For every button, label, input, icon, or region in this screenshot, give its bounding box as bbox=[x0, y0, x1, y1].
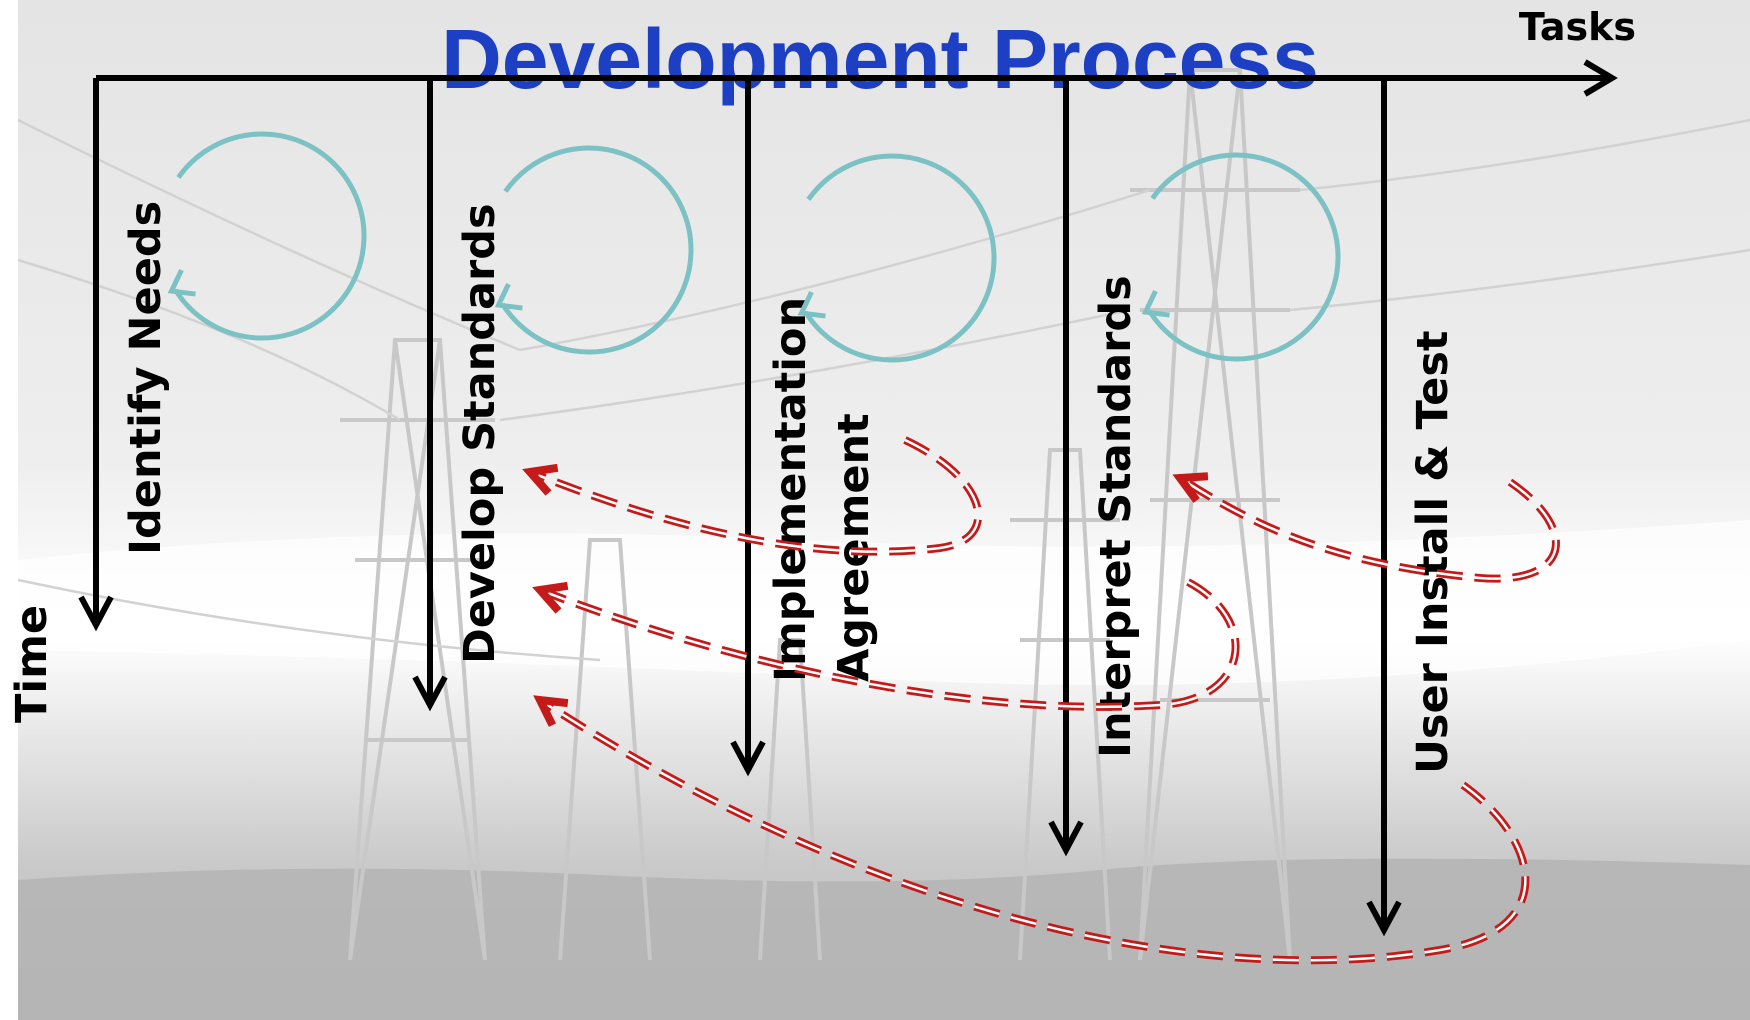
tasks-axis-arrowhead bbox=[1583, 59, 1618, 97]
timeline-arrowhead-develop-standards bbox=[412, 675, 448, 712]
task-label-develop-standards: Develop Standards bbox=[455, 203, 505, 664]
timeline-arrowhead-interpret-standards bbox=[1048, 820, 1084, 857]
slide-title: Development Process bbox=[441, 12, 1319, 106]
feedback-arrow-icon-4 bbox=[533, 695, 1530, 965]
feedback-arrow-icon-3 bbox=[1172, 472, 1560, 583]
task-labels: Identify Needs Develop Standards Implement… bbox=[121, 201, 1458, 774]
task-label-interpret-standards: Interpret Standards bbox=[1091, 275, 1141, 758]
cycle-arrow-icon-3 bbox=[797, 153, 997, 363]
cycle-arrow-icon-4 bbox=[1141, 152, 1341, 362]
iteration-cycles bbox=[167, 131, 1341, 363]
cycle-arrow-icon-2 bbox=[494, 145, 694, 355]
cycle-arrow-icon-1 bbox=[167, 131, 367, 341]
timeline-arrowhead-implementation-agreement bbox=[730, 740, 766, 777]
time-axis-label: Time bbox=[7, 605, 57, 723]
tasks-axis-label: Tasks bbox=[1519, 5, 1636, 49]
task-timelines bbox=[78, 78, 1402, 937]
timeline-arrowhead-identify-needs bbox=[78, 595, 114, 632]
task-label-implementation-agreement-line1: Implementation bbox=[766, 297, 816, 682]
task-label-user-install-test: User Install & Test bbox=[1408, 331, 1458, 774]
feedback-arrow-icon-2 bbox=[532, 578, 1240, 711]
feedback-arrow-icon-1 bbox=[522, 436, 983, 556]
task-label-identify-needs: Identify Needs bbox=[121, 201, 171, 555]
timeline-arrowhead-user-install-test bbox=[1366, 900, 1402, 937]
feedback-loops bbox=[522, 436, 1560, 965]
